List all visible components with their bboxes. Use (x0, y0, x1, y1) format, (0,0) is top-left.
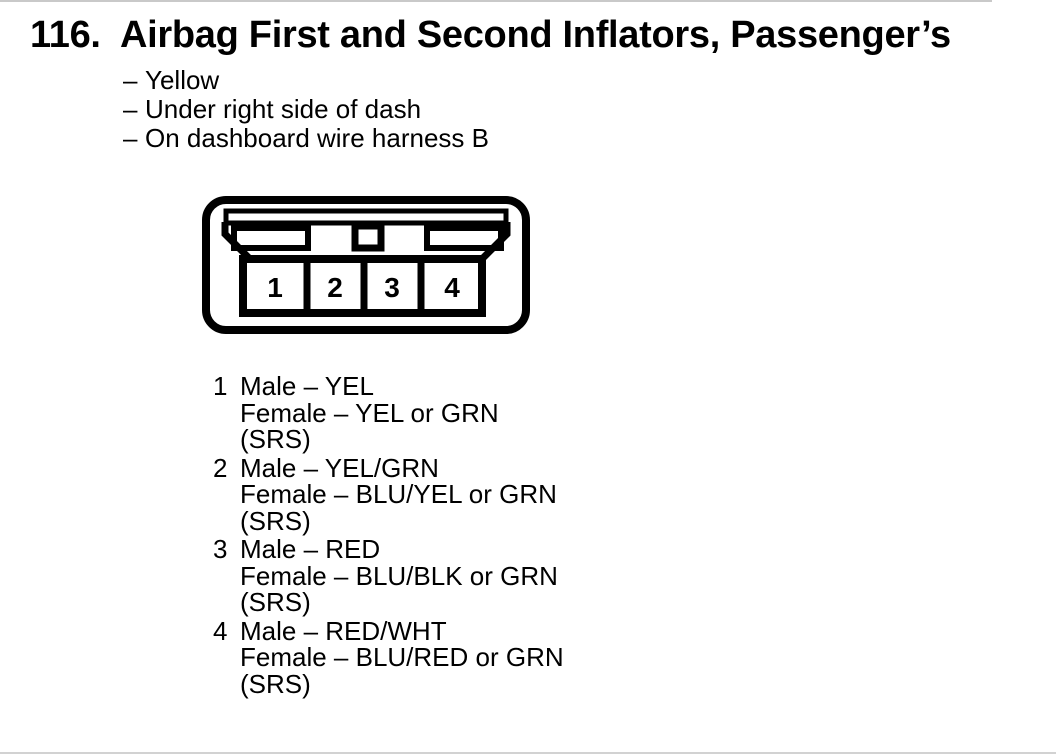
pin-number: 4 (213, 615, 228, 646)
center-latch-slot (351, 222, 385, 252)
pin-female-wire: Female – YEL or GRN (240, 397, 499, 428)
bullet-list: – Yellow – Under right side of dash – On… (123, 66, 489, 153)
pin-entry-3: 3 Male – RED Female – BLU/BLK or GRN (SR… (213, 536, 564, 616)
pin-system-note: (SRS) (240, 587, 311, 617)
pin-male-wire: Male – YEL (240, 371, 374, 401)
pin-female-wire: Female – BLU/RED or GRN (240, 642, 564, 672)
pin-entry-4: 4 Male – RED/WHT Female – BLU/RED or GRN… (213, 615, 564, 699)
pin-system-note: (SRS) (240, 424, 311, 454)
dash-icon: – (123, 123, 138, 153)
bullet-text: Yellow (145, 65, 220, 95)
pin-system-note: (SRS) (240, 668, 311, 699)
cavity-number-1: 1 (267, 272, 283, 303)
dash-icon: – (123, 65, 138, 95)
bullet-item-location: – Under right side of dash (123, 95, 489, 124)
cavity-number-3: 3 (384, 272, 400, 303)
pin-female-wire: Female – BLU/YEL or GRN (240, 479, 557, 509)
left-latch-slot (231, 225, 311, 251)
cavity-number-2: 2 (327, 272, 343, 303)
pin-entry-2: 2 Male – YEL/GRN Female – BLU/YEL or GRN… (213, 452, 564, 536)
pin-male-wire: Male – RED/WHT (240, 615, 447, 646)
pin-number: 2 (213, 452, 228, 483)
pin-system-note: (SRS) (240, 505, 311, 536)
scan-edge-bottom (0, 752, 1056, 754)
dash-icon: – (123, 94, 138, 124)
bullet-text: On dashboard wire harness B (145, 123, 489, 153)
bullet-item-color: – Yellow (123, 66, 489, 95)
pin-number: 3 (213, 534, 228, 564)
section-number: 116. (30, 14, 101, 56)
bullet-text: Under right side of dash (145, 94, 422, 124)
hood-right-wall (477, 222, 511, 264)
bullet-item-harness: – On dashboard wire harness B (123, 124, 489, 153)
pin-number: 1 (213, 371, 228, 401)
connector-diagram: 1 2 3 4 (202, 196, 530, 334)
pin-list: 1 Male – YEL Female – YEL or GRN (SRS) 2… (213, 373, 564, 699)
scan-edge-top (0, 0, 992, 2)
pin-male-wire: Male – RED (240, 534, 381, 564)
cavity-number-4: 4 (444, 272, 460, 303)
right-latch-slot (424, 225, 504, 251)
pin-male-wire: Male – YEL/GRN (240, 452, 439, 483)
pin-female-wire: Female – BLU/BLK or GRN (240, 560, 558, 591)
hood-left-wall (221, 222, 255, 264)
section-title: Airbag First and Second Inflators, Passe… (120, 14, 951, 56)
pin-entry-1: 1 Male – YEL Female – YEL or GRN (SRS) (213, 373, 564, 453)
